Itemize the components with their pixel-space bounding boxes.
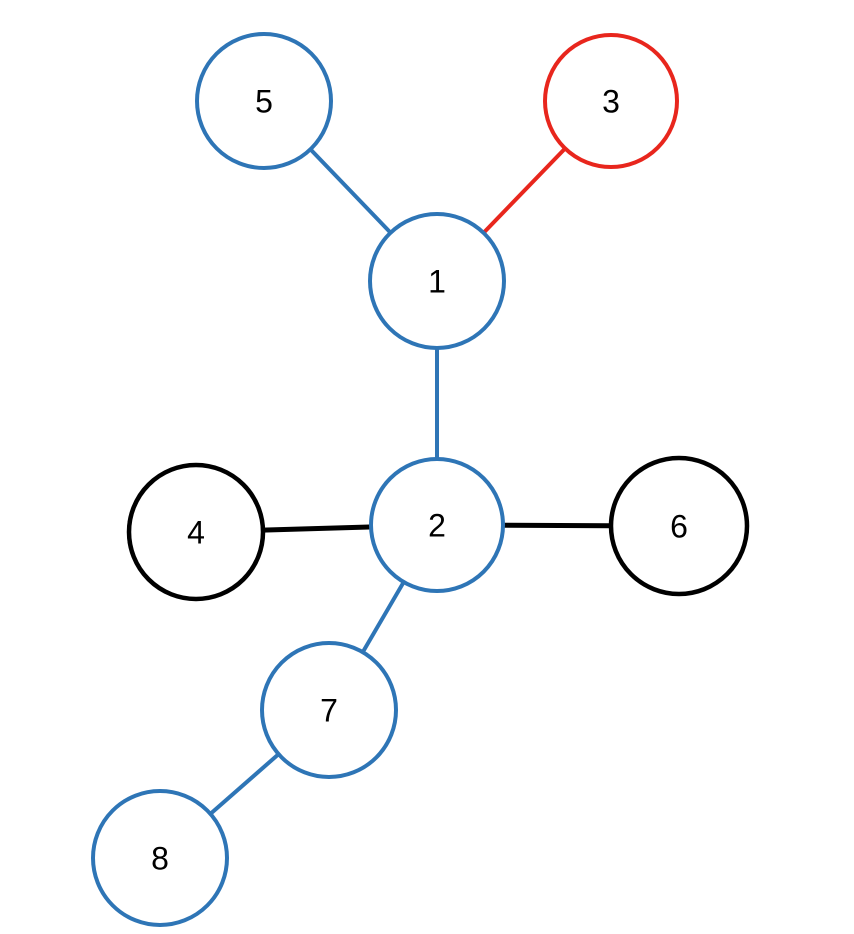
- node-6-circle: [608, 455, 750, 597]
- node-2: 2: [369, 457, 505, 593]
- node-1-label: 1: [428, 264, 446, 300]
- node-6: 6: [608, 455, 750, 597]
- node-7-label: 7: [320, 693, 338, 729]
- node-5-label: 5: [255, 84, 273, 120]
- node-6-label: 6: [670, 509, 688, 545]
- node-4-label: 4: [187, 515, 205, 551]
- node-2-circle: [369, 457, 505, 593]
- node-3-circle: [543, 33, 679, 169]
- node-1-circle: [368, 212, 506, 350]
- node-8-label: 8: [151, 841, 169, 877]
- node-7: 7: [260, 641, 398, 779]
- node-2-label: 2: [428, 508, 446, 544]
- node-5: 5: [195, 32, 333, 170]
- node-4-circle: [126, 462, 266, 602]
- node-3-label: 3: [602, 84, 620, 120]
- node-7-circle: [260, 641, 398, 779]
- node-8: 8: [91, 789, 229, 927]
- node-3: 3: [543, 33, 679, 169]
- node-5-circle: [195, 32, 333, 170]
- node-1: 1: [368, 212, 506, 350]
- node-4: 4: [126, 462, 266, 602]
- node-8-circle: [91, 789, 229, 927]
